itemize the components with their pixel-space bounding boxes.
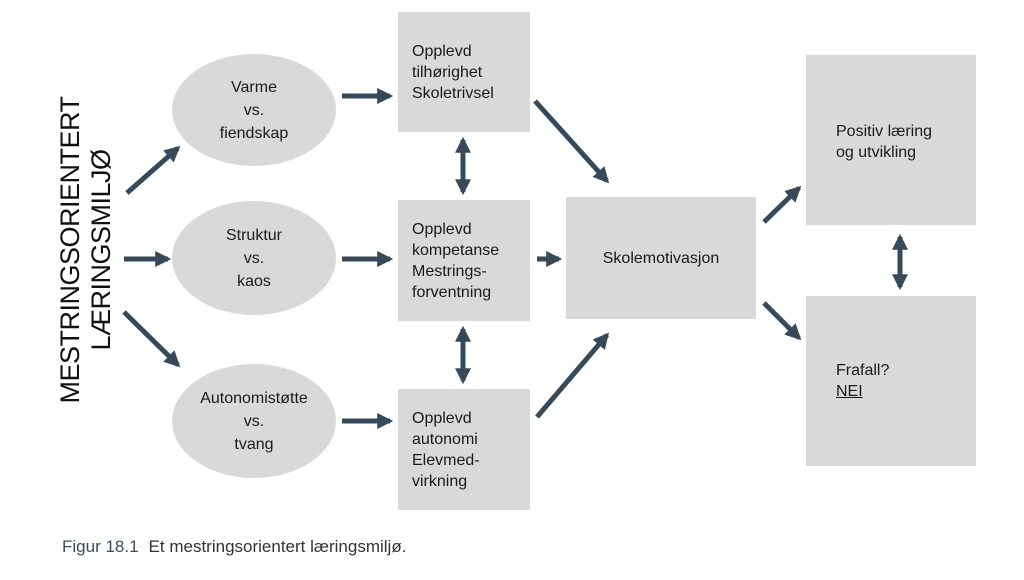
arrow-motivation-to-dropout — [762, 301, 802, 341]
box-line: Skoletrivsel — [412, 84, 494, 102]
ellipse-autonomy-support: Autonomistøtte vs. tvang — [172, 364, 336, 478]
figure-number: Figur 18.1 — [62, 537, 139, 556]
box-line: Mestrings- — [412, 262, 487, 280]
arrow-motivation-to-positive — [762, 185, 802, 224]
ellipse-line: vs. — [243, 249, 265, 267]
box-motivation: Skolemotivasjon — [566, 197, 756, 319]
box-belonging: Opplevd tilhørighet Skoletrivsel — [398, 12, 530, 132]
box-line: Opplevd — [412, 42, 472, 60]
positive-outcome-line-1: Positiv læring — [836, 123, 933, 140]
box-line: Opplevd — [412, 409, 472, 427]
side-label-line-1: MESTRINGSORIENTERT — [55, 96, 85, 404]
box-dropout: Frafall? NEI — [806, 296, 976, 466]
box-autonomy: Opplevd autonomi Elevmed- virkning — [398, 389, 530, 510]
side-label: MESTRINGSORIENTERT LÆRINGSMILJØ — [51, 96, 121, 403]
box-line: forventning — [412, 283, 492, 301]
box-line: virkning — [412, 472, 468, 490]
box-line: kompetanse — [412, 241, 500, 259]
arrow-label-to-warmth — [125, 145, 181, 195]
box-line: Elevmed- — [412, 451, 480, 469]
ellipse-line: Struktur — [225, 226, 282, 244]
ellipse-line: Varme — [231, 78, 277, 96]
ellipse-line: kaos — [237, 272, 271, 290]
figure-caption-text: Et mestringsorientert læringsmiljø. — [148, 537, 407, 556]
dropout-answer: NEI — [836, 383, 863, 400]
ellipse-line: vs. — [243, 412, 265, 430]
arrow-belonging-to-motivation — [533, 99, 610, 184]
ellipse-structure: Struktur vs. kaos — [172, 201, 336, 315]
box-line: tilhørighet — [412, 63, 483, 81]
dropout-question: Frafall? — [836, 362, 890, 379]
arrow-label-to-autonomy-support — [122, 310, 181, 368]
box-positive-outcome: Positiv læring og utvikling — [806, 55, 976, 225]
ellipse-line: vs. — [243, 101, 265, 119]
figure-caption: Figur 18.1 Et mestringsorientert læringsm… — [62, 537, 406, 557]
ellipse-line: Autonomistøtte — [200, 389, 308, 407]
ellipse-line: fiendskap — [219, 124, 289, 142]
box-line: Opplevd — [412, 220, 472, 238]
side-label-line-2: LÆRINGSMILJØ — [86, 149, 116, 351]
ellipse-line: tvang — [234, 435, 274, 453]
arrow-autonomy-to-motivation — [535, 332, 610, 419]
positive-outcome-line-2: og utvikling — [836, 144, 917, 161]
box-competence: Opplevd kompetanse Mestrings- forventnin… — [398, 200, 530, 321]
motivation-label: Skolemotivasjon — [602, 249, 720, 267]
ellipse-warmth: Varme vs. fiendskap — [172, 54, 336, 166]
box-line: autonomi — [412, 430, 478, 448]
